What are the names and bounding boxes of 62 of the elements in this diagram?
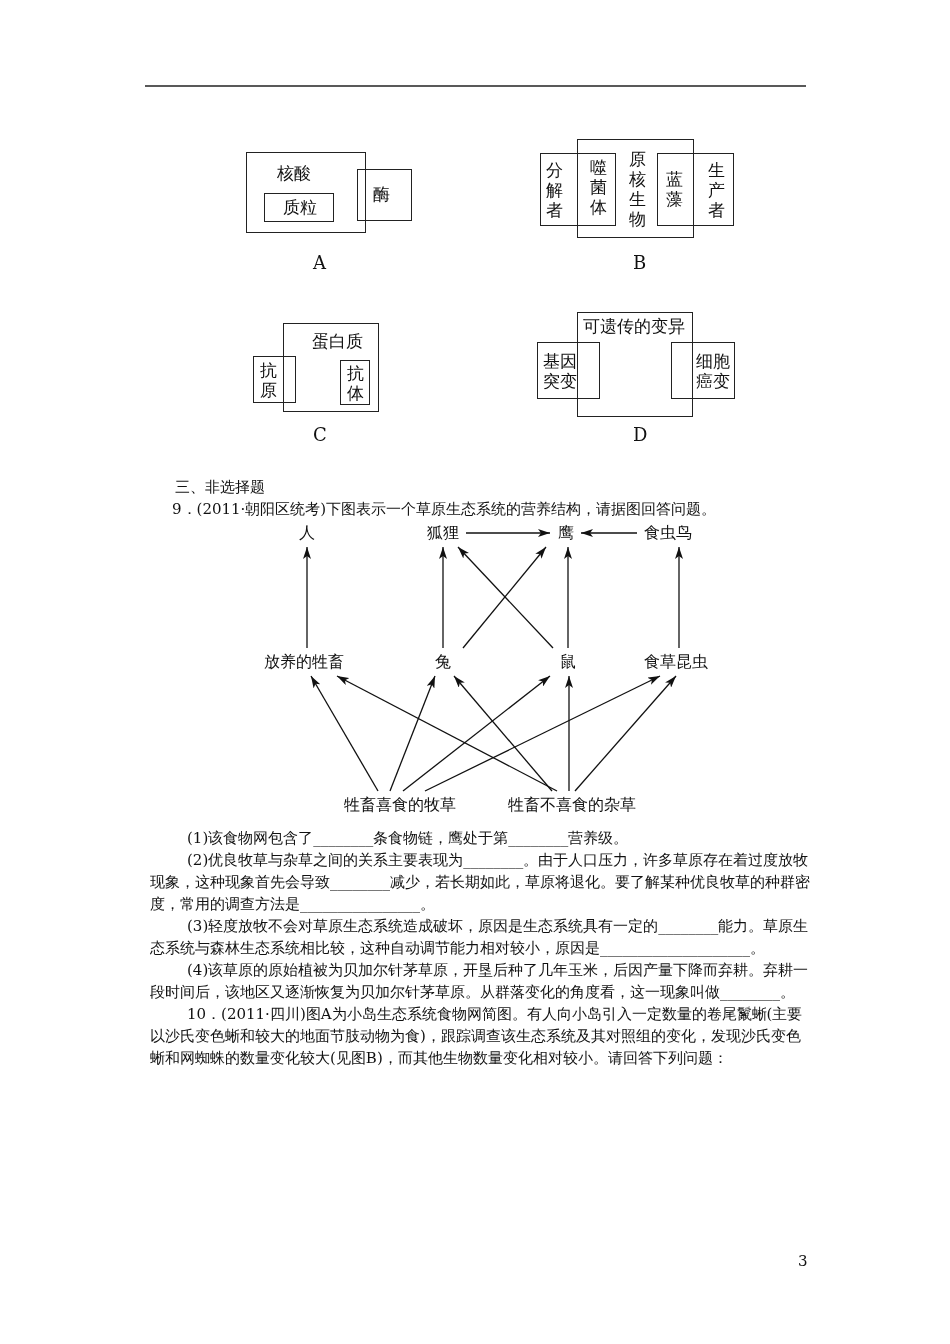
arrow [565, 675, 573, 792]
organism-label: 牲畜不喜食的杂草 [496, 791, 648, 819]
arrow [465, 529, 551, 537]
box-label: 酶 [373, 184, 390, 204]
sub-question-text: (3)轻度放牧不会对草原生态系统造成破坏，原因是生态系统具有一定的________能力。草原生态系统与森林生态系统相比较，这种自动调节能力相对较小，原因是____________________。 [150, 916, 810, 959]
arrow [574, 675, 677, 792]
box-label: 细胞癌变 [696, 351, 730, 391]
arrow [453, 675, 553, 792]
box-label: 分解者 [546, 160, 563, 220]
venn-box [253, 356, 296, 403]
arrow [675, 546, 683, 649]
venn-box [540, 153, 616, 226]
venn-box [283, 323, 379, 412]
page-number: 3 [798, 1252, 808, 1270]
arrow [439, 546, 447, 649]
organism-label: 食草昆虫 [635, 648, 717, 676]
organism-label: 鼠 [553, 648, 583, 676]
box-label: 质粒 [283, 197, 317, 217]
question-text: 9．(2011·朝阳区统考)下图表示一个草原生态系统的营养结构，请据图回答问题。 [172, 499, 718, 520]
box-label: 原核生物 [629, 149, 646, 229]
arrow [310, 675, 379, 792]
box-label: 基因突变 [543, 351, 577, 391]
arrow [336, 675, 558, 792]
organism-label: 狐狸 [420, 519, 466, 547]
arrow [402, 675, 551, 792]
venn-box [264, 193, 334, 222]
arrow [303, 546, 311, 649]
box-label: 蓝藻 [666, 169, 683, 209]
venn-box [657, 153, 734, 226]
sub-question-text: (2)优良牧草与杂草之间的关系主要表现为________。由于人口压力，许多草原存在着过度放牧现象，这种现象首先会导致________减少，若长期如此，草原将退化。要了解某种优良牧草的种群密度，常用的调查方法是________________。 [150, 850, 810, 915]
arrow [580, 529, 638, 537]
organism-label: 兔 [428, 648, 458, 676]
organism-label: 食虫鸟 [637, 519, 698, 547]
box-label: 蛋白质 [312, 331, 363, 351]
organism-label: 人 [294, 519, 320, 547]
box-label: 核酸 [277, 163, 311, 183]
sub-question-text: (1)该食物网包含了________条食物链，鹰处于第________营养级。 [186, 828, 630, 849]
organism-label: 放养的牲畜 [256, 648, 352, 676]
box-label: 抗体 [347, 363, 364, 403]
box-label: 可遗传的变异 [583, 316, 685, 336]
organism-label: 鹰 [550, 519, 581, 547]
figure-letter: C [313, 424, 327, 445]
venn-box [246, 152, 366, 233]
organism-label: 牲畜喜食的牧草 [332, 791, 468, 819]
box-label: 噬菌体 [590, 157, 607, 217]
question-text: 10．(2011·四川)图A为小岛生态系统食物网简图。有人向小岛引入一定数量的卷尾鬣蜥(主要以沙氏变色蜥和较大的地面节肢动物为食)，跟踪调查该生态系统及其对照组的变化，发现沙氏变色蜥和网蜘蛛的数量变化较大(见图B)，而其他生物数量变化相对较小。请回答下列问题： [150, 1004, 804, 1069]
figure-letter: D [633, 424, 648, 445]
arrow [564, 546, 572, 649]
venn-box [577, 139, 694, 238]
figure-letter: B [633, 252, 647, 273]
box-label: 抗原 [260, 360, 277, 400]
arrow [389, 675, 436, 792]
arrow [424, 675, 661, 792]
venn-box [340, 360, 370, 405]
figure-letter: A [313, 252, 326, 273]
box-label: 生产者 [708, 160, 725, 220]
venn-box [357, 169, 412, 221]
venn-box [671, 342, 735, 399]
venn-box [577, 312, 693, 417]
venn-box [537, 342, 600, 399]
section-heading: 三、非选择题 [175, 477, 266, 498]
sub-question-text: (4)该草原的原始植被为贝加尔针茅草原，开垦后种了几年玉米，后因产量下降而弃耕。弃耕一段时间后，该地区又逐渐恢复为贝加尔针茅草原。从群落变化的角度看，这一现象叫做________。 [150, 960, 810, 1003]
